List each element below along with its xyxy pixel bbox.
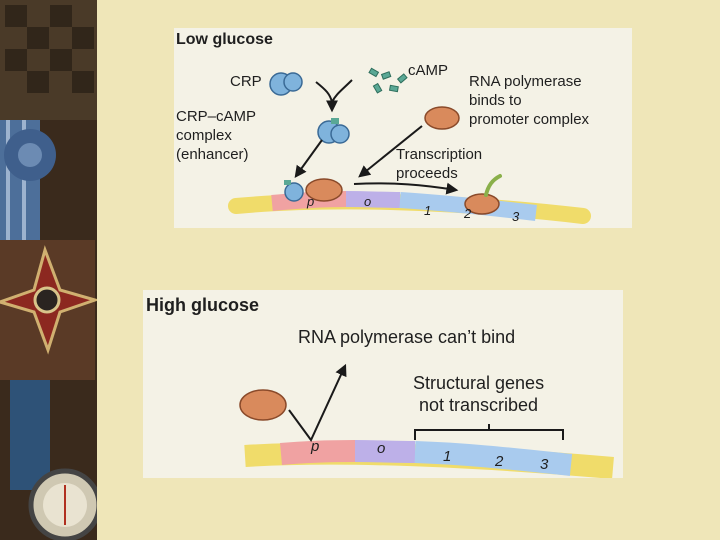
mrna-strand	[484, 174, 502, 197]
structural-genes-bracket	[414, 424, 564, 440]
rna-polymerase-bound-icon	[305, 178, 343, 202]
camp-molecules-icon	[368, 67, 408, 94]
crp-bound-icon	[284, 180, 304, 202]
rna-polymerase-label: RNA polymerase binds to promoter complex	[469, 73, 590, 128]
cant-bind-label: RNA polymerase can’t bind	[298, 327, 516, 347]
crp-camp-complex-icon	[317, 118, 350, 144]
merge-arrow	[315, 79, 353, 110]
gene-2-label: 2	[495, 453, 504, 470]
gene-1-label: 1	[424, 203, 432, 218]
gene-3-label: 3	[512, 209, 520, 224]
high-glucose-panel: High glucose RNA polymerase can’t bind S…	[143, 290, 623, 478]
crp-label: CRP	[230, 73, 262, 90]
promoter-label: p	[311, 438, 320, 455]
dna-strand-low	[228, 191, 591, 224]
gene-1-label: 1	[443, 448, 452, 465]
gene-2-label: 2	[464, 206, 472, 221]
structural-genes-label: Structural genes not transcribed	[413, 373, 545, 415]
promoter-label: p	[307, 194, 315, 209]
rna-polymerase-unbound-icon	[239, 389, 287, 421]
crp-protein-icon	[269, 72, 303, 96]
decorative-medal-strip	[0, 0, 97, 540]
dna-strand-high	[244, 440, 614, 478]
panel-title: Low glucose	[176, 31, 273, 48]
operator-label: o	[377, 440, 386, 457]
complex-to-dna-arrow	[294, 139, 323, 178]
transcription-direction-arrow	[353, 182, 459, 195]
panel-title: High glucose	[146, 295, 260, 315]
operator-label: o	[364, 194, 372, 209]
blocked-binding-arrow	[288, 363, 347, 442]
camp-label: cAMP	[408, 62, 449, 79]
gene-3-label: 3	[540, 456, 549, 473]
rna-polymerase-transcribing-icon	[464, 193, 500, 215]
low-glucose-panel: Low glucose CRP cAMP CRP–cAMP complex (e…	[174, 28, 632, 228]
complex-label: CRP–cAMP complex (enhancer)	[176, 108, 257, 163]
rnap-to-promoter-arrow	[358, 125, 423, 178]
transcription-label: Transcription proceeds	[396, 146, 483, 182]
rna-polymerase-free-icon	[424, 106, 460, 130]
